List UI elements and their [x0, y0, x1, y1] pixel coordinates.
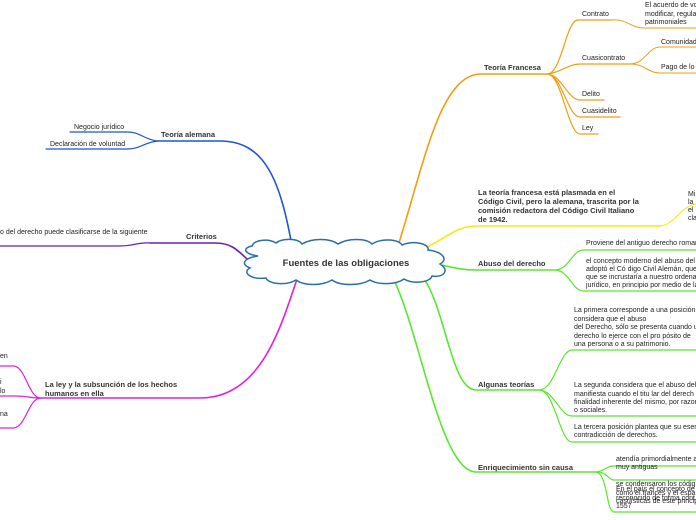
node-cuasicontrato[interactable]: Cuasicontrato	[582, 55, 626, 62]
node-enriq-item-2-l1: se condensaron los códig	[616, 481, 696, 488]
node-declaracion-voluntad[interactable]: Declaración de voluntad	[50, 141, 126, 148]
node-algunas-item-2-l3: finalidad inherente del mismo, por razon	[574, 399, 696, 406]
node-algunas-item-1-l3: del Derecho, sólo se presenta cuando u	[574, 324, 696, 331]
node-algunas-item-1-l5: una persona o a su patrimonio.	[574, 341, 671, 348]
node-abuso-item-1: Proviene del antiguo derecho romano	[586, 240, 696, 247]
node-ley-frag-2b: lo	[0, 388, 6, 395]
node-criterios[interactable]: Criterios	[186, 232, 217, 241]
node-teoria-plasmada-3[interactable]: comisión redactora del Código Civil Ital…	[478, 206, 635, 215]
node-ley[interactable]: Ley	[582, 125, 594, 132]
node-ley-subsuncion-l2[interactable]: humanos en ella	[45, 389, 104, 398]
node-abuso-item-2-l2: adoptó el Có digo Civil Alemán, que	[586, 266, 696, 273]
node-plasmada-side-3: el	[688, 207, 694, 214]
connector-algunas	[419, 273, 541, 391]
node-algunas-item-1-l4: derecho lo ejerce con el pro pósito de	[574, 333, 691, 340]
node-enriq-item-2-l3: casuísticas de este princip	[616, 498, 696, 505]
connector-criterios	[149, 242, 251, 263]
node-algunas-item-3-l1: La tercera posición plantea que su esen	[574, 424, 696, 431]
node-comunidad[interactable]: Comunidad	[661, 39, 696, 46]
node-abuso-item-2-l1: el concepto moderno del abuso del	[586, 258, 695, 265]
connector-teoria-francesa	[397, 73, 549, 247]
node-algunas-item-1-l2: considera que el abuso	[574, 316, 647, 323]
node-ley-frag-1: en	[0, 353, 8, 360]
node-teoria-plasmada-4[interactable]: de 1942.	[478, 215, 508, 224]
node-ley-subsuncion-l1[interactable]: La ley y la subsunción de los hechos	[45, 380, 178, 389]
node-enriq-item-3-l2: reconocido de forma cont	[616, 495, 695, 502]
node-abuso-del-derecho[interactable]: Abuso del derecho	[478, 259, 546, 268]
connector-teoria-alemana	[157, 140, 293, 247]
node-contrato-desc-2: modificar, regula	[645, 11, 696, 18]
node-algunas-item-2-l1: La segunda considera que el abuso del	[574, 382, 696, 389]
node-delito[interactable]: Delito	[582, 91, 600, 98]
node-plasmada-side-1: Mi	[688, 191, 696, 198]
connector-enriquecimiento	[391, 275, 597, 473]
node-teoria-plasmada-2[interactable]: Código Civil, pero la alemana, trascrita…	[478, 197, 639, 206]
node-plasmada-side-4: cla	[688, 215, 696, 222]
node-enriquecimiento[interactable]: Enriquecimiento sin causa	[478, 463, 574, 472]
node-abuso-item-2-l4: jurídico, en principio por medio de la	[586, 282, 696, 289]
node-teoria-francesa[interactable]: Teoría Francesa	[484, 63, 541, 72]
node-plasmada-side-2: la	[688, 199, 694, 206]
central-node-label[interactable]: Fuentes de las obligaciones	[282, 258, 410, 269]
node-algunas-item-2-l4: o sociales.	[574, 407, 608, 414]
node-pago[interactable]: Pago de lo	[661, 64, 695, 71]
node-abuso-item-2-l3: que se incrustaría a nuestro ordena	[586, 274, 696, 281]
node-teoria-plasmada-1[interactable]: La teoría francesa está plasmada en el	[478, 188, 616, 197]
node-enriq-item-3-l3: 1557	[616, 503, 632, 510]
node-contrato[interactable]: Contrato	[582, 11, 609, 18]
node-contrato-desc-3: patrimoniales	[645, 19, 687, 26]
node-algunas-item-2-l2: manifiesta cuando el titu lar del derech	[574, 391, 694, 398]
node-cuasidelito[interactable]: Cuasidelito	[582, 108, 617, 115]
node-ley-frag-3: na	[0, 411, 8, 418]
node-algunas-teorias[interactable]: Algunas teorías	[478, 380, 535, 389]
node-criterios-text: o del derecho puede clasificarse de la s…	[0, 229, 148, 236]
node-negocio-juridico[interactable]: Negocio jurídico	[74, 124, 125, 131]
node-enriq-item-2-l2: como el francés y el espa	[616, 490, 696, 497]
node-enriq-item-1-l2: muy antiguas	[616, 464, 658, 471]
node-teoria-alemana[interactable]: Teoría alemana	[161, 130, 216, 139]
connector-ley-subsuncion	[39, 275, 299, 399]
node-contrato-desc-1: El acuerdo de vo	[645, 2, 696, 9]
node-enriq-item-1-l1: atendía primordialmente a	[616, 456, 696, 463]
node-enriq-item-3-l1: En el país el concepto de	[616, 486, 695, 493]
node-algunas-item-3-l2: contradicción de derechos.	[574, 432, 658, 439]
node-algunas-item-1-l1: La primera corresponde a una posición	[574, 307, 696, 314]
central-node-shape	[243, 238, 446, 286]
node-ley-frag-2a: i	[0, 379, 2, 386]
